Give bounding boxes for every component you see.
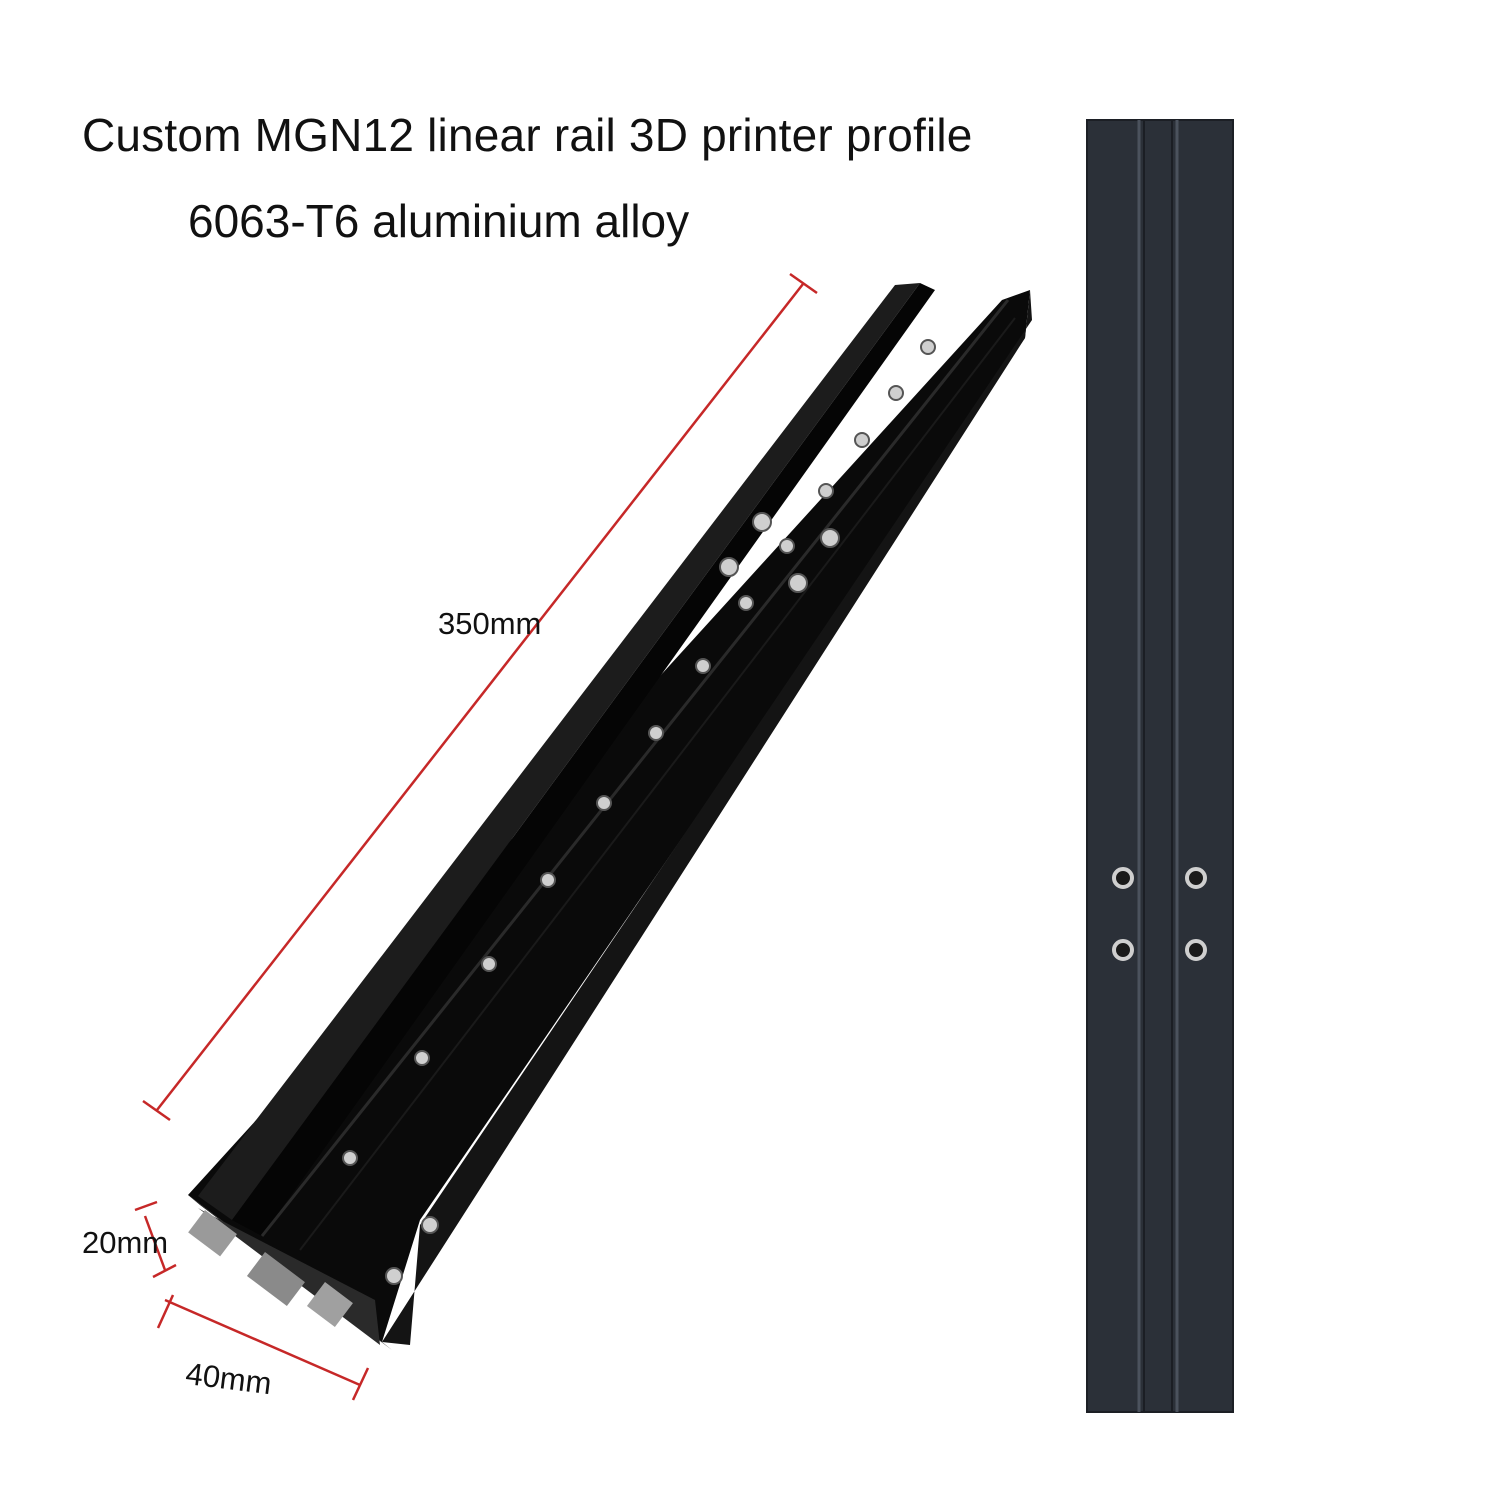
product-title: Custom MGN12 linear rail 3D printer prof… — [82, 109, 973, 161]
top-view-aluminium-profile — [1086, 119, 1234, 1413]
height-dimension-label: 20mm — [82, 1225, 169, 1260]
top-view-holes — [1112, 867, 1207, 961]
material-subtitle: 6063-T6 aluminium alloy — [188, 195, 690, 247]
mounting-holes — [342, 339, 936, 1285]
angled-aluminium-profile — [188, 283, 1032, 1350]
dimension-lines — [134, 272, 818, 1401]
length-dimension-label: 350mm — [438, 606, 542, 641]
